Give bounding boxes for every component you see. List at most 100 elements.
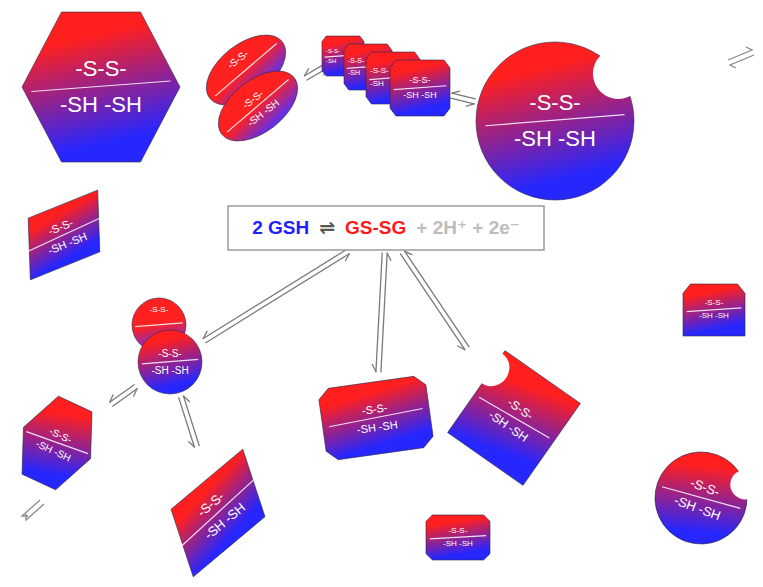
arrow-stroke — [206, 254, 349, 343]
thiol-shape: -S-S--SH -SH — [9, 190, 120, 280]
thiol-shape: -S-S--SH -SH — [5, 388, 108, 497]
thiol-shape: -S-S- -SH -SH — [426, 515, 490, 560]
arrow-stroke — [451, 98, 474, 104]
shape-fill — [318, 375, 435, 461]
arrow-stroke — [110, 395, 113, 402]
bite-notch — [726, 466, 763, 504]
arrow-stroke — [405, 251, 469, 347]
arrow-stroke — [134, 389, 137, 396]
shape-fill — [683, 284, 745, 336]
arrow-stroke — [452, 91, 460, 93]
divider-line — [31, 81, 170, 92]
equation-frame — [228, 206, 544, 250]
thiol-shape: -S-S--SH -SH — [642, 439, 760, 557]
arrow-stroke — [466, 104, 474, 106]
arrow-stroke — [372, 365, 376, 372]
equation-box: 2 GSH ⇌ GS-SG + 2H⁺ + 2e⁻ — [228, 206, 544, 250]
node-content: -S-S- -SH -SH — [426, 515, 490, 560]
node-content: -S-S--SH -SH — [448, 351, 581, 486]
equilibrium-arrow — [451, 91, 476, 106]
disulfide-label: -S-S- — [48, 425, 74, 445]
equilibrium-arrow — [372, 253, 391, 372]
disulfide-label: -S-S- — [410, 76, 431, 86]
node-content: -S-S--SH -SH — [476, 42, 634, 200]
thiol-label: -SH -SH — [151, 365, 188, 376]
shape-fill — [390, 60, 450, 116]
shape-fill — [22, 12, 180, 162]
arrow-stroke — [188, 442, 194, 447]
divider-line — [430, 536, 486, 539]
node-content: -S-S--SH -SH — [642, 439, 760, 557]
node-content: -S-S- -SH -SH — [22, 12, 180, 162]
shape-fill — [138, 330, 202, 394]
shape-outline — [318, 375, 435, 461]
equilibrium-arrow — [179, 396, 199, 447]
disulfide-label: -S-S- — [361, 401, 388, 417]
disulfide-label: -S-S- — [348, 57, 364, 65]
shape-outline — [683, 284, 745, 336]
disulfide-label: -S-S- — [225, 48, 250, 71]
shape-outline — [642, 439, 760, 557]
shape-fill — [448, 351, 581, 486]
shape-fill — [206, 57, 311, 155]
node-content: -S-S--SH -SH — [683, 284, 745, 336]
shape-outline — [476, 42, 634, 200]
divider-line — [135, 323, 183, 327]
equation-part: ⇌ — [319, 218, 335, 239]
shape-outline — [151, 449, 285, 577]
shape-fill — [5, 388, 108, 497]
divider-line — [225, 79, 291, 132]
equilibrium-arrow — [203, 249, 349, 342]
equation-part: 2 GSH — [252, 218, 309, 239]
shape-outline — [448, 351, 581, 486]
divider-line — [176, 477, 260, 548]
thiol-label: -SH — [326, 58, 336, 65]
shape-outline — [138, 330, 202, 394]
equation-part: + 2H⁺ + 2e⁻ — [416, 218, 520, 239]
divider-line — [687, 308, 742, 312]
shape-outline — [9, 190, 120, 280]
disulfide-label: -S-S- — [529, 91, 580, 115]
shape-fill — [151, 449, 285, 577]
thiol-shape: -S-S--SH -SH — [151, 449, 285, 577]
divider-line — [485, 115, 624, 126]
equilibrium-arrow — [110, 385, 137, 407]
divider-line — [142, 359, 198, 363]
disulfide-label: -S-S- — [449, 527, 468, 536]
equation-part: GS-SG — [345, 218, 406, 239]
shape-outline — [426, 515, 490, 560]
thiol-label: -SH -SH — [356, 418, 398, 436]
arrow-stroke — [203, 249, 346, 338]
disulfide-label: -S-S- — [370, 67, 389, 76]
shape-outline — [390, 60, 450, 116]
arrow-stroke — [113, 389, 137, 407]
disulfide-label: -S-S- — [75, 57, 126, 81]
arrow-stroke — [400, 254, 464, 350]
disulfide-label: -S-S- — [705, 299, 724, 308]
bite-notch — [593, 48, 644, 99]
thiol-shape: -S-S- -SH -SH — [390, 60, 450, 116]
thiol-label: -SH — [348, 69, 360, 77]
arrow-stroke — [305, 69, 309, 76]
shape-outline — [22, 12, 180, 162]
arrow-stroke — [458, 346, 465, 350]
thiol-label: -SH -SH — [60, 93, 142, 117]
node-content: -S-S--SH -SH — [151, 449, 285, 577]
arrow-stroke — [452, 93, 475, 99]
shape-outline — [5, 388, 108, 497]
thiol-shape: -S-S- -SH -SH — [138, 330, 202, 394]
shape-fill — [9, 190, 120, 280]
thiol-shape: -S-S--SH -SH — [476, 42, 634, 200]
disulfide-label: -S-S- — [158, 348, 181, 359]
disulfide-label: -S-S- — [688, 476, 721, 500]
thiol-label: -SH -SH — [443, 540, 473, 549]
thiol-shape: -S-S--SH -SH — [318, 375, 435, 461]
divider-line — [479, 392, 549, 444]
thiol-shape: -S-S--SH -SH — [683, 284, 745, 336]
disulfide-label: -S-S- — [150, 306, 169, 315]
node-content: -S-S--SH -SH — [318, 375, 435, 461]
node-content: 2 GSH ⇌ GS-SG + 2H⁺ + 2e⁻ — [228, 206, 544, 250]
thiol-label: -SH -SH — [403, 91, 437, 101]
arrow-stroke — [183, 396, 189, 401]
